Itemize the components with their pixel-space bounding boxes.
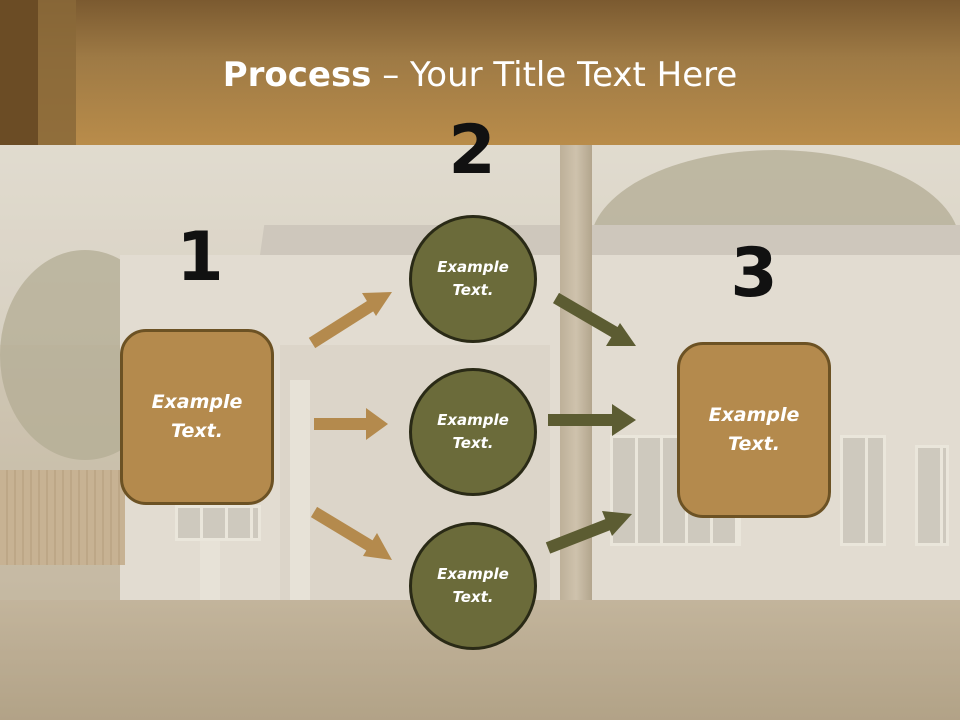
- arrow-bottom-to-right: [545, 511, 632, 554]
- process-box-left[interactable]: Example Text.: [120, 329, 274, 505]
- arrow-left-to-middle: [314, 408, 388, 440]
- arrow-left-to-bottom: [310, 506, 392, 560]
- header-band: [0, 0, 960, 145]
- step-number-1[interactable]: 1: [176, 218, 224, 297]
- header-stripe: [0, 0, 38, 145]
- step-number-3[interactable]: 3: [730, 234, 778, 313]
- process-circle-top[interactable]: Example Text.: [409, 215, 537, 343]
- process-circle-middle[interactable]: Example Text.: [409, 368, 537, 496]
- header-stripe: [38, 0, 76, 145]
- process-box-right[interactable]: Example Text.: [677, 342, 831, 518]
- node-label: Example Text.: [437, 258, 509, 299]
- node-label: Example Text.: [151, 391, 243, 442]
- node-label: Example Text.: [437, 411, 509, 452]
- title-rest: – Your Title Text Here: [371, 55, 738, 95]
- arrow-top-to-right: [552, 292, 636, 346]
- arrow-middle-to-right: [548, 404, 636, 436]
- title-bold: Process: [222, 55, 372, 95]
- slide-title[interactable]: Process – Your Title Text Here: [0, 55, 960, 95]
- node-label: Example Text.: [708, 404, 800, 455]
- node-label: Example Text.: [437, 565, 509, 606]
- step-number-2[interactable]: 2: [448, 111, 496, 190]
- process-circle-bottom[interactable]: Example Text.: [409, 522, 537, 650]
- arrow-left-to-top: [308, 292, 392, 349]
